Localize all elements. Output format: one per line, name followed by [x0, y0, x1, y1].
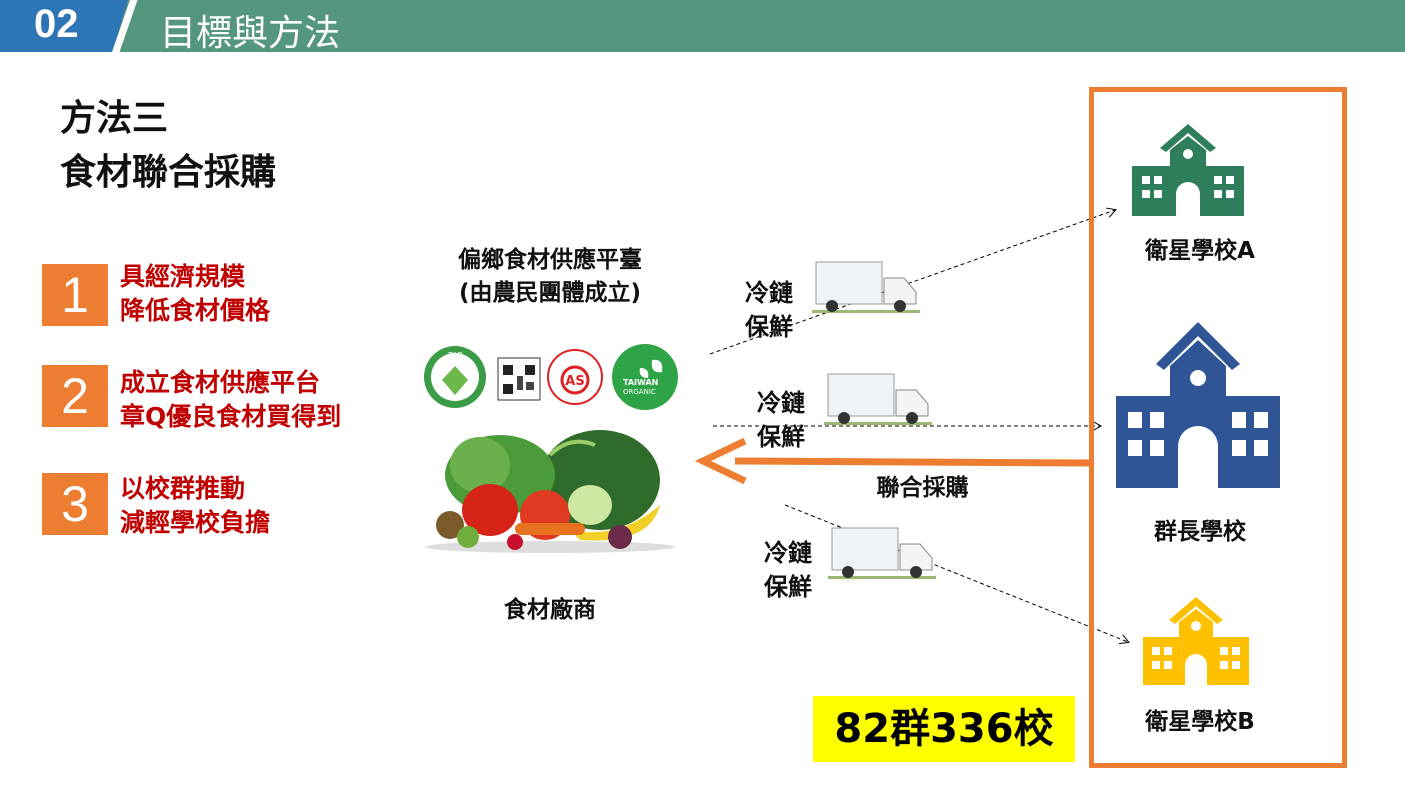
svg-text:ORGANIC: ORGANIC — [623, 388, 656, 396]
point-3-text: 以校群推動減輕學校負擔 — [120, 472, 270, 540]
point-line: 章Q優良食材買得到 — [120, 402, 342, 431]
cold-chain-line: 冷鏈 — [757, 389, 805, 417]
qr-code-icon — [497, 357, 541, 401]
header-bar — [0, 0, 1405, 52]
cold-chain-line: 冷鏈 — [764, 539, 812, 567]
tap-logo-icon: TAP — [424, 346, 486, 408]
platform-label: 偏鄉食材供應平臺 (由農民團體成立) — [410, 244, 690, 310]
point-number-3: 3 — [42, 473, 108, 535]
truck-icon — [828, 527, 936, 579]
summary-count-badge: 82群336校 — [813, 696, 1075, 762]
school-group-frame — [1089, 87, 1347, 768]
svg-text:TAP: TAP — [447, 351, 463, 360]
joint-purchase-arrowhead — [694, 437, 747, 485]
cas-logo-icon: AS — [547, 349, 603, 405]
platform-line: 偏鄉食材供應平臺 — [458, 247, 642, 273]
joint-purchase-label: 聯合採購 — [876, 475, 969, 501]
cold-chain-label: 冷鏈保鮮 — [745, 276, 793, 344]
school-a-icon — [1132, 124, 1244, 216]
point-number-1: 1 — [42, 264, 108, 326]
platform-line: (由農民團體成立) — [458, 280, 642, 306]
header-number-block — [0, 0, 128, 52]
cold-chain-line: 保鮮 — [757, 423, 805, 451]
page-title: 方法三 食材聯合採購 — [60, 92, 276, 200]
svg-text:TAIWAN: TAIWAN — [623, 378, 658, 387]
title-line-2: 食材聯合採購 — [60, 152, 277, 193]
dashed-arrow-to-school-a — [709, 210, 1115, 355]
point-2-text: 成立食材供應平台章Q優良食材買得到 — [120, 366, 341, 434]
svg-text:AS: AS — [565, 374, 584, 389]
vegetables-image — [425, 430, 675, 553]
school-a-label: 衛星學校A — [1145, 238, 1255, 264]
point-line: 減輕學校負擔 — [120, 508, 271, 537]
point-number-2: 2 — [42, 365, 108, 427]
vendor-label: 食材廠商 — [504, 597, 596, 623]
point-line: 以校群推動 — [120, 474, 246, 503]
school-b-icon — [1143, 597, 1249, 685]
school-b-label: 衛星學校B — [1145, 709, 1255, 735]
dashed-arrow-to-school-b — [784, 504, 1128, 642]
point-1-text: 具經濟規模降低食材價格 — [120, 260, 270, 328]
truck-icon — [824, 373, 932, 425]
cold-chain-line: 保鮮 — [764, 573, 812, 601]
cold-chain-label: 冷鏈保鮮 — [757, 386, 805, 454]
truck-icon — [812, 261, 920, 313]
point-line: 降低食材價格 — [120, 296, 271, 325]
title-line-1: 方法三 — [60, 98, 169, 139]
lead-school-icon — [1116, 322, 1280, 488]
point-line: 成立食材供應平台 — [120, 368, 321, 397]
cold-chain-line: 冷鏈 — [745, 279, 793, 307]
cold-chain-line: 保鮮 — [745, 313, 793, 341]
joint-purchase-arrow — [734, 457, 1091, 467]
cold-chain-label: 冷鏈保鮮 — [764, 536, 812, 604]
point-line: 具經濟規模 — [120, 262, 246, 291]
lead-school-label: 群長學校 — [1154, 519, 1246, 545]
section-title: 目標與方法 — [160, 13, 341, 54]
section-number: 02 — [34, 2, 79, 46]
